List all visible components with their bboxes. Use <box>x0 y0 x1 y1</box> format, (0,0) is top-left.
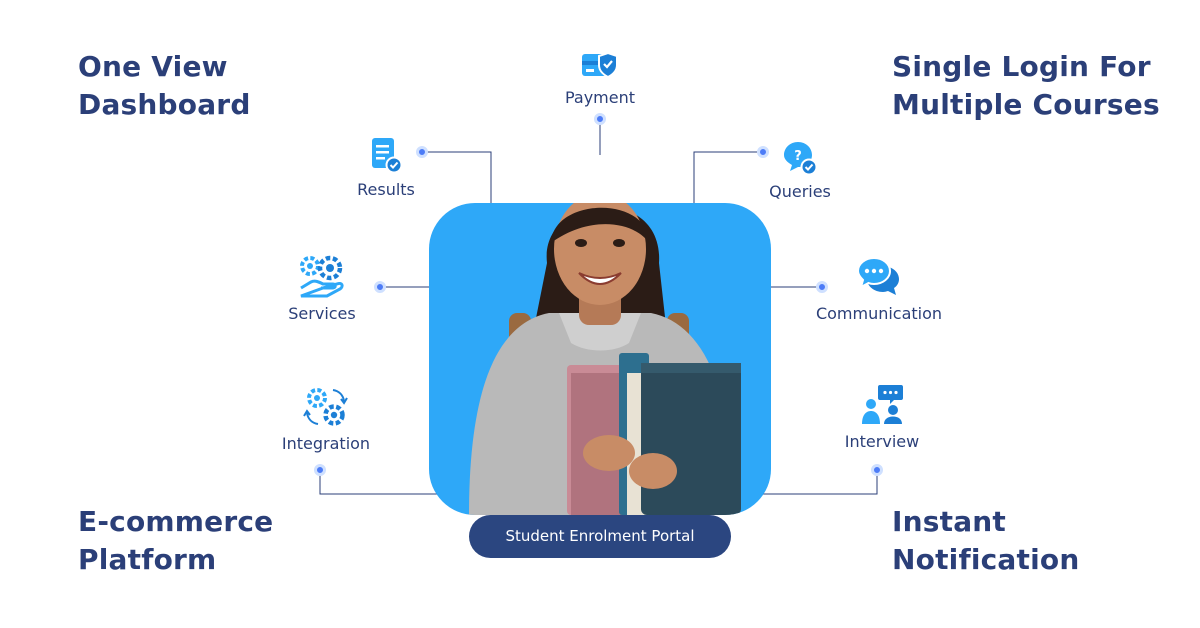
heading-ecommerce-platform: E-commerce Platform <box>78 503 273 579</box>
feature-communication: Communication <box>794 256 964 323</box>
heading-line: Single Login For <box>892 50 1151 83</box>
heading-single-login: Single Login For Multiple Courses <box>892 48 1160 124</box>
heading-instant-notification: Instant Notification <box>892 503 1079 579</box>
feature-label: Payment <box>564 88 636 107</box>
feature-label: Integration <box>281 434 371 453</box>
people-talk-icon <box>862 385 903 424</box>
feature-label: Communication <box>815 304 943 323</box>
question-chat-icon: ? <box>784 142 818 176</box>
feature-label: Queries <box>769 182 831 201</box>
student-with-books-photo <box>469 203 741 515</box>
feature-integration: Integration <box>241 386 411 453</box>
feature-services: Services <box>237 254 407 323</box>
document-check-icon <box>372 138 403 174</box>
student-photo-card <box>429 203 771 515</box>
connector-interview <box>760 470 878 495</box>
connector-dot <box>314 464 326 476</box>
connector-dot <box>757 146 769 158</box>
connector-dot <box>871 464 883 476</box>
heading-line: One View <box>78 50 228 83</box>
feature-label: Results <box>357 180 415 199</box>
chat-bubbles-icon <box>857 256 899 295</box>
connector-queries <box>693 151 763 203</box>
feature-payment: Payment <box>515 50 685 107</box>
feature-results: Results <box>301 136 471 199</box>
feature-interview: Interview <box>797 382 967 451</box>
portal-label-pill: Student Enrolment Portal <box>469 515 731 558</box>
connector-integration <box>319 470 440 495</box>
feature-label: Services <box>288 304 356 323</box>
connector-dot <box>594 113 606 125</box>
heading-line: Notification <box>892 543 1080 576</box>
connector-dot <box>816 281 828 293</box>
connector-results <box>422 151 492 203</box>
connector-dot <box>374 281 386 293</box>
gears-hand-icon <box>300 255 344 298</box>
feature-label: Interview <box>844 432 920 451</box>
connector-dot <box>416 146 428 158</box>
heading-line: Dashboard <box>78 88 251 121</box>
heading-line: Multiple Courses <box>892 88 1160 121</box>
svg-text:?: ? <box>794 149 802 164</box>
heading-one-view-dashboard: One View Dashboard <box>78 48 251 124</box>
heading-line: E-commerce <box>78 505 274 538</box>
payment-card-shield-icon <box>582 51 618 79</box>
feature-queries: ? Queries <box>715 140 885 201</box>
gears-sync-icon <box>303 388 348 426</box>
heading-line: Platform <box>78 543 217 576</box>
heading-line: Instant <box>892 505 1007 538</box>
